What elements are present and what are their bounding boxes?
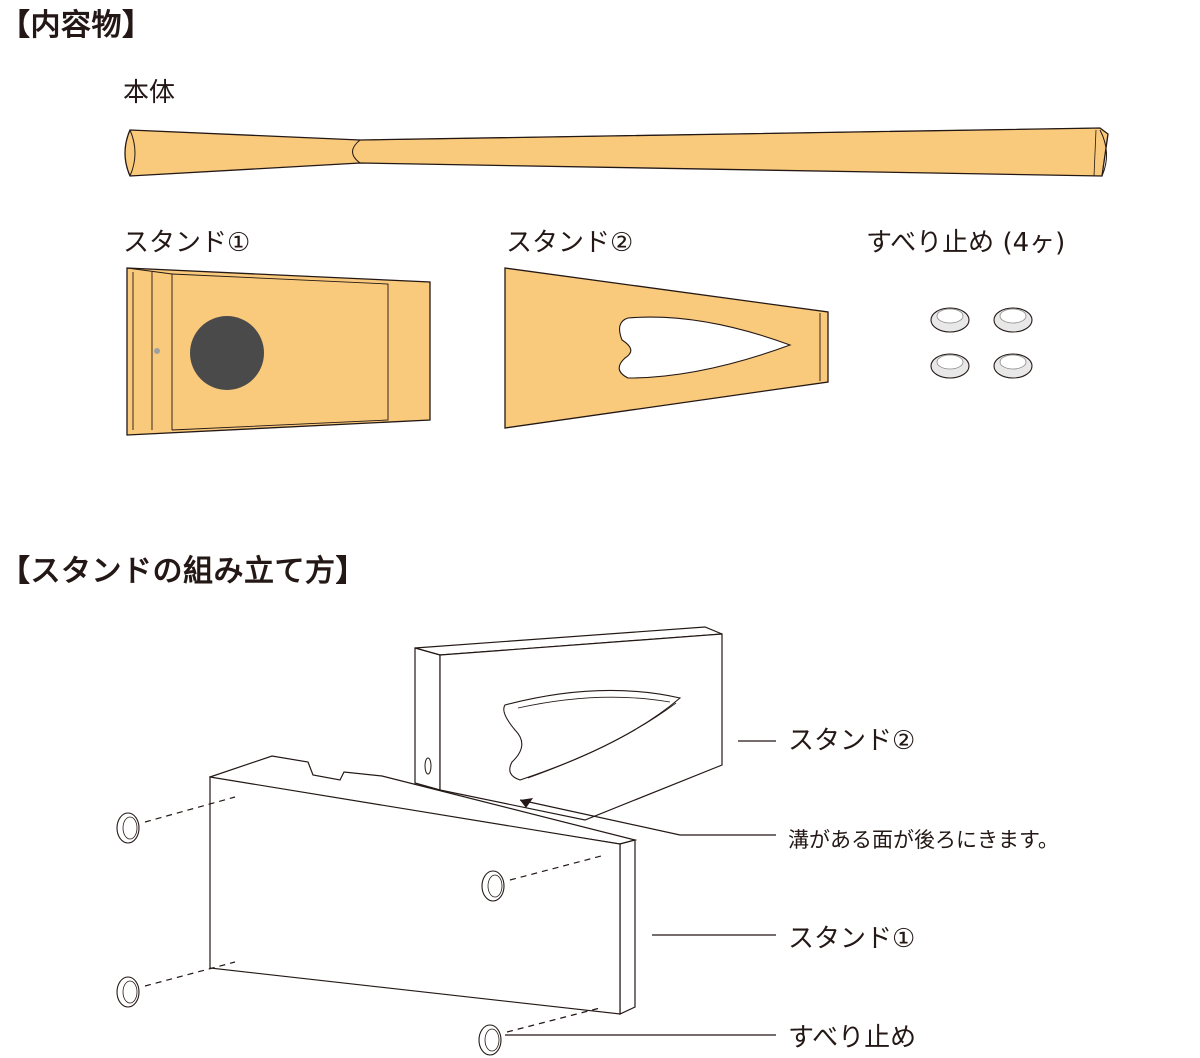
stand1-label: スタンド①	[123, 228, 251, 258]
stand2-cutout	[618, 316, 792, 379]
callout-groove-label: 溝がある面が後ろにきます。	[788, 828, 1059, 852]
assembly-stand2	[414, 626, 723, 821]
stand1-part	[126, 267, 431, 436]
callout-nonslip-label: すべり止め	[788, 1023, 917, 1053]
stand2-label: スタンド②	[506, 228, 634, 258]
assembly-pad	[478, 1024, 502, 1056]
assembly-nonslip-pads	[116, 796, 606, 1056]
nonslip-pad	[993, 307, 1033, 333]
callout-stand2-label: スタンド②	[788, 726, 916, 756]
callout-groove-arrow	[520, 798, 533, 808]
callout-groove-line	[519, 799, 776, 836]
nonslip-pad	[993, 353, 1033, 379]
nonslip-label: すべり止め (4ヶ)	[866, 228, 1066, 258]
assembly-heading: 【スタンドの組み立て方】	[0, 554, 366, 589]
body-label: 本体	[123, 78, 176, 108]
assembly-pad	[116, 812, 140, 844]
nonslip-pad	[930, 353, 970, 379]
stand1-round-hole	[190, 316, 264, 390]
nonslip-pad	[930, 307, 970, 333]
callout-stand1-label: スタンド①	[788, 924, 916, 954]
nonslip-pads	[930, 307, 1033, 379]
body-part	[124, 127, 1109, 177]
assembly-pad	[116, 976, 140, 1008]
assembly-stand1	[208, 755, 638, 1015]
stand2-part	[504, 267, 829, 429]
callout-lines	[505, 740, 776, 1036]
stand1-pin-dot	[154, 348, 160, 354]
assembly-pad	[481, 870, 505, 902]
contents-heading: 【内容物】	[0, 8, 153, 43]
